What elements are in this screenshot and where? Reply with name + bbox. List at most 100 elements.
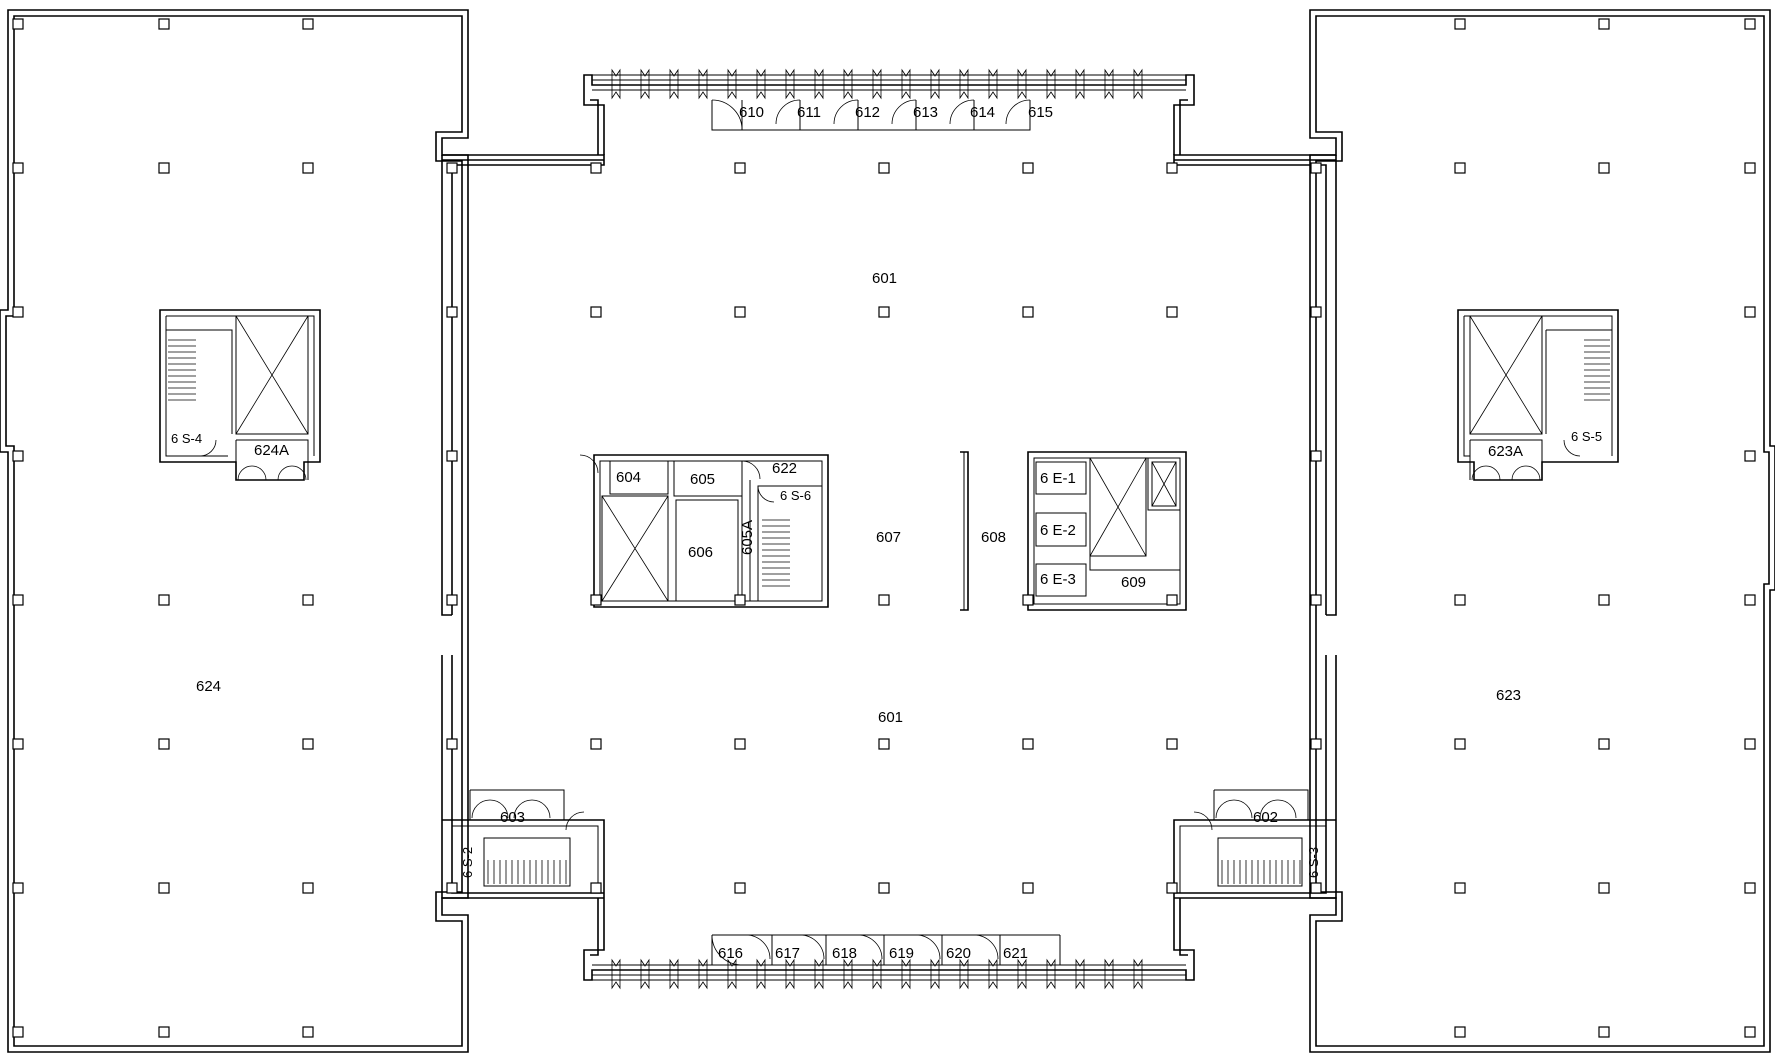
mullion <box>640 958 650 990</box>
column <box>1598 882 1610 894</box>
mullion <box>1046 68 1056 100</box>
mullion <box>640 68 650 100</box>
room-label-613: 613 <box>913 104 938 121</box>
column <box>446 450 458 462</box>
column <box>1744 882 1756 894</box>
column <box>1310 306 1322 318</box>
room-label-603: 603 <box>500 809 525 826</box>
mullion <box>1075 68 1085 100</box>
mullion <box>872 68 882 100</box>
mullion <box>1046 958 1056 990</box>
elevator-label-6e2: 6 E-2 <box>1040 522 1076 539</box>
mullion <box>756 958 766 990</box>
column <box>1744 450 1756 462</box>
room-label-610: 610 <box>739 104 764 121</box>
column <box>1598 1026 1610 1038</box>
mullion <box>959 958 969 990</box>
stair-treads-6s2 <box>487 860 567 884</box>
room-label-624: 624 <box>196 678 221 695</box>
column <box>590 594 602 606</box>
column <box>1022 306 1034 318</box>
column <box>1744 738 1756 750</box>
room-label-623a: 623A <box>1488 443 1523 460</box>
column <box>1744 594 1756 606</box>
central-block <box>441 74 1337 981</box>
column <box>1022 738 1034 750</box>
column <box>302 594 314 606</box>
room-labels: 601 601 602 603 604 605 605A 606 607 608… <box>196 104 1523 962</box>
room-label-602: 602 <box>1253 809 1278 826</box>
mullion <box>843 958 853 990</box>
mullion <box>1133 68 1143 100</box>
left-wing <box>0 9 469 1053</box>
column <box>302 162 314 174</box>
column <box>878 594 890 606</box>
structural-columns <box>12 18 1756 1038</box>
column <box>1744 18 1756 30</box>
mullion <box>1104 68 1114 100</box>
column <box>446 882 458 894</box>
stair-label-6s6: 6 S-6 <box>780 488 811 503</box>
stair-label-6s4: 6 S-4 <box>171 431 202 446</box>
column <box>878 738 890 750</box>
mullion <box>698 958 708 990</box>
mullion <box>1017 958 1027 990</box>
column <box>1022 882 1034 894</box>
elevator-label-6e3: 6 E-3 <box>1040 571 1076 588</box>
room-label-623: 623 <box>1496 687 1521 704</box>
column <box>734 594 746 606</box>
room-label-621: 621 <box>1003 945 1028 962</box>
column <box>446 162 458 174</box>
column <box>1166 306 1178 318</box>
room-label-609: 609 <box>1121 574 1146 591</box>
column <box>734 882 746 894</box>
mullion <box>611 68 621 100</box>
stair-label-6s2: 6 S-2 <box>460 847 475 878</box>
mullion <box>756 68 766 100</box>
mullion <box>1017 68 1027 100</box>
mullion <box>669 958 679 990</box>
room-label-601-bottom: 601 <box>878 709 903 726</box>
mullion <box>785 68 795 100</box>
column <box>878 306 890 318</box>
column <box>158 594 170 606</box>
column <box>1454 594 1466 606</box>
mullion <box>872 958 882 990</box>
column <box>1454 18 1466 30</box>
column <box>734 162 746 174</box>
column <box>12 450 24 462</box>
column <box>1166 882 1178 894</box>
column <box>12 18 24 30</box>
room-label-608: 608 <box>981 529 1006 546</box>
stair-treads-6s3 <box>1221 860 1301 884</box>
mullion <box>785 958 795 990</box>
column <box>12 738 24 750</box>
column <box>12 594 24 606</box>
room-label-616: 616 <box>718 945 743 962</box>
column <box>446 738 458 750</box>
column <box>1454 738 1466 750</box>
column <box>446 594 458 606</box>
column <box>1454 882 1466 894</box>
room-label-605: 605 <box>690 471 715 488</box>
mullion <box>698 68 708 100</box>
right-wing <box>1309 9 1775 1053</box>
column <box>1598 162 1610 174</box>
mullion <box>669 68 679 100</box>
mullion <box>988 958 998 990</box>
column <box>12 306 24 318</box>
column <box>1310 882 1322 894</box>
column <box>1598 18 1610 30</box>
partition-608 <box>960 451 969 611</box>
room-label-614: 614 <box>970 104 995 121</box>
column <box>590 306 602 318</box>
room-label-606: 606 <box>688 544 713 561</box>
room-label-607: 607 <box>876 529 901 546</box>
column <box>1166 594 1178 606</box>
column <box>12 882 24 894</box>
mullion <box>988 68 998 100</box>
mullion <box>959 68 969 100</box>
room-label-617: 617 <box>775 945 800 962</box>
stair-labels: 6 S-2 6 S-3 6 S-4 6 S-5 6 S-6 <box>171 429 1602 878</box>
